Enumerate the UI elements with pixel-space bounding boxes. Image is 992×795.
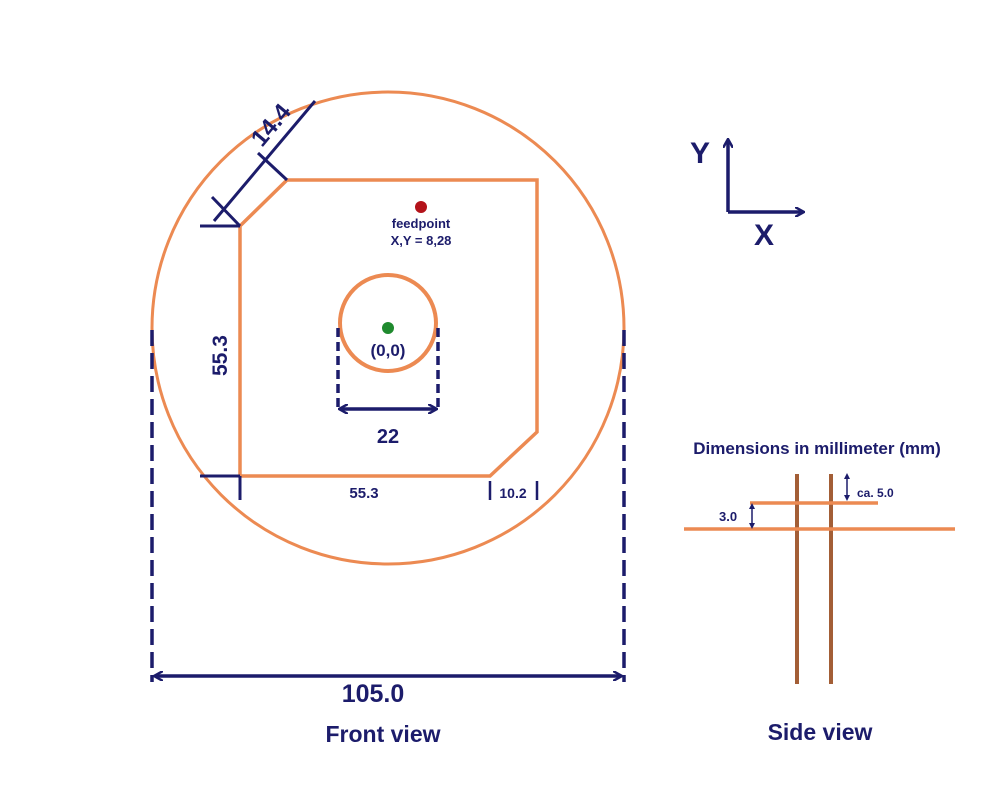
- diameter-dimension: 105.0: [342, 680, 405, 708]
- hole-dimension: 22: [377, 426, 399, 448]
- chamfer-dimension: 14.4: [246, 98, 297, 152]
- feedpoint-dot: [415, 201, 427, 213]
- height-dimension: 55.3: [209, 335, 232, 376]
- corner-dimension: 10.2: [499, 485, 526, 501]
- width-dimension: 55.3: [349, 485, 378, 502]
- dim-line: [210, 195, 242, 228]
- axis-indicator: Y X: [690, 137, 803, 252]
- gap-dimension: ca. 5.0: [857, 486, 894, 500]
- dim-line: [256, 151, 289, 182]
- x-axis-label: X: [754, 219, 774, 252]
- reflector-disc: [150, 90, 626, 566]
- side-view: Dimensions in millimeter (mm) ca. 5.0 3.…: [684, 439, 955, 745]
- units-note: Dimensions in millimeter (mm): [693, 439, 941, 458]
- y-axis-label: Y: [690, 137, 710, 170]
- center-hole: [338, 273, 439, 373]
- front-view: feedpoint X,Y = 8,28 (0,0) 22 14.4 55.3 …: [150, 90, 626, 747]
- origin-label: (0,0): [371, 341, 406, 360]
- front-view-caption: Front view: [325, 721, 440, 747]
- feedpoint-label: feedpoint: [392, 216, 451, 231]
- origin-dot: [382, 322, 394, 334]
- feedpoint-coords: X,Y = 8,28: [391, 233, 452, 248]
- spacing-dimension: 3.0: [719, 509, 737, 524]
- side-view-caption: Side view: [768, 719, 873, 745]
